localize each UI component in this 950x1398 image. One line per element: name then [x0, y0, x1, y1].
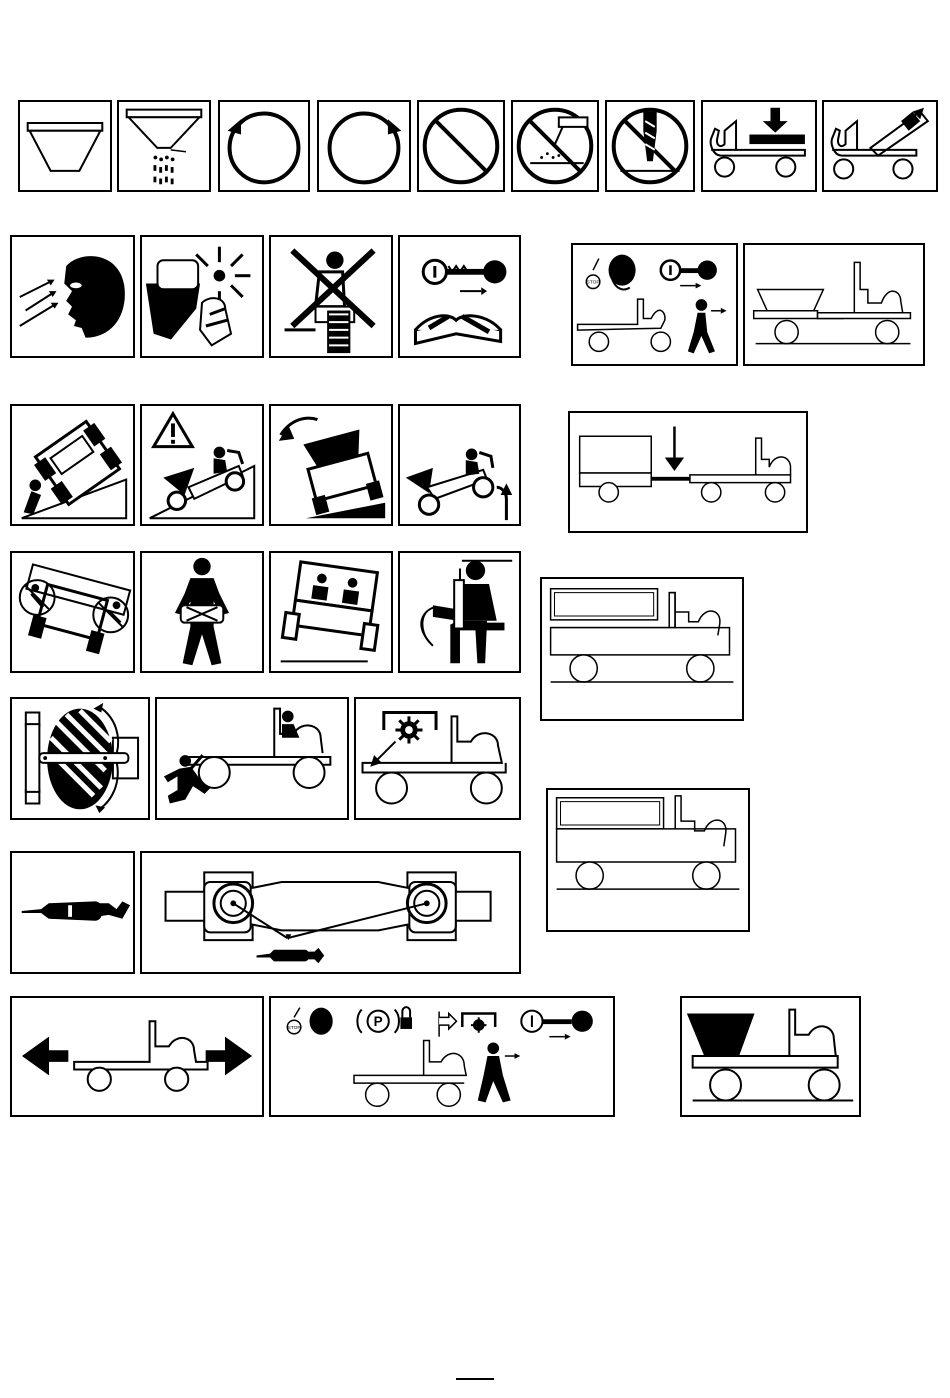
- no-drilling-icon: [605, 100, 695, 192]
- park-label: P: [374, 1014, 383, 1029]
- operator-seated-icon: [398, 551, 521, 673]
- rollover-crush-icon: [10, 551, 135, 673]
- truck-side-view-icon: [546, 788, 750, 932]
- tow-hopper-icon: [743, 243, 925, 366]
- lower-bed-icon: [701, 100, 817, 192]
- raise-bed-icon: [822, 100, 938, 192]
- no-welding-icon: [511, 100, 599, 192]
- seat-belt-icon: [140, 551, 264, 673]
- slope-climb-icon: [398, 404, 521, 526]
- park-stop-shutdown-icon: STOP P: [269, 996, 615, 1117]
- spinner-guard-icon: [10, 697, 150, 820]
- stop-remove-key-icon: STOP: [571, 243, 738, 366]
- stop-label: STOP: [587, 280, 600, 286]
- driveshaft-lubrication-icon: [140, 851, 521, 974]
- rotate-counterclockwise-icon: [317, 100, 411, 192]
- prohibited-icon: [417, 100, 505, 192]
- no-passenger-icon: [269, 235, 393, 358]
- rotate-clockwise-icon: [218, 100, 310, 192]
- truck-side-view-icon: [540, 577, 744, 721]
- rollover-slope-icon: [10, 404, 135, 526]
- hitch-weight-icon: [568, 411, 808, 533]
- footer-rule: [456, 1378, 494, 1380]
- read-manual-key-icon: [398, 235, 521, 358]
- grease-gun-icon: [10, 851, 135, 974]
- tip-over-icon: [269, 404, 393, 526]
- hopper-spreading-icon: [117, 100, 211, 192]
- rops-cab-icon: [269, 551, 393, 673]
- slope-warning-icon: [140, 404, 264, 526]
- face-inhalation-hazard-icon: [10, 235, 135, 358]
- explosion-hazard-icon: [140, 235, 264, 358]
- hopper-vehicle-icon: [680, 996, 861, 1117]
- forward-reverse-icon: [10, 996, 264, 1117]
- drive-engaged-icon: [354, 697, 521, 820]
- runover-hazard-icon: [155, 697, 349, 820]
- stop-label-2: STOP: [288, 1025, 301, 1031]
- hopper-icon: [18, 100, 112, 192]
